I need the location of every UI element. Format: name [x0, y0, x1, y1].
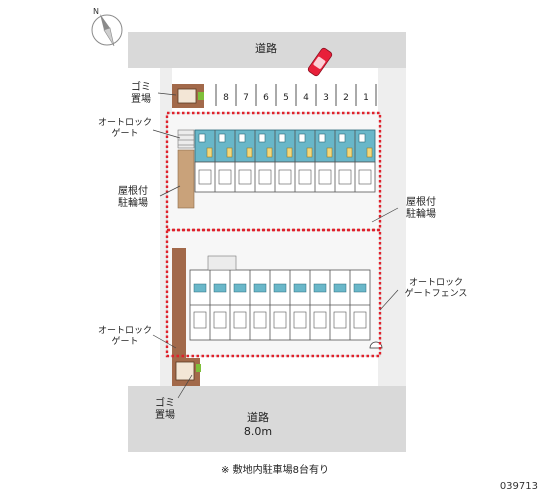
garbage-label-top: ゴミ 置場 [131, 82, 151, 105]
road-bottom [128, 386, 406, 452]
stair-icon [177, 129, 195, 149]
garbage-bin-icon [177, 88, 197, 104]
parking-number: 7 [243, 93, 249, 103]
bike-parking-label-right: 屋根付 駐輪場 [406, 197, 436, 220]
parking-number: 5 [283, 93, 289, 103]
upper-units [194, 129, 376, 193]
parking-number: 1 [363, 93, 369, 103]
garbage-label-bottom: ゴミ 置場 [155, 398, 175, 421]
parking-number: 2 [343, 93, 349, 103]
garbage-marker-icon [198, 92, 204, 100]
autolock-gate-label-top: オートロック ゲート [97, 118, 152, 139]
garbage-bin-icon [175, 361, 195, 381]
leader-lines [152, 92, 399, 399]
car-icon [307, 47, 333, 77]
road-top [128, 32, 406, 68]
parking-number: 6 [263, 93, 269, 103]
site-boundary [165, 111, 382, 358]
svg-text:N: N [93, 7, 99, 16]
property-code: 039713 [499, 481, 538, 492]
lower-units [189, 255, 371, 341]
parking-number: 8 [223, 93, 229, 103]
parking-number: 4 [303, 93, 309, 103]
parking-numbers: 8 7 6 5 4 3 2 1 [223, 93, 369, 103]
parking-stalls [215, 84, 377, 106]
road-bottom-label: 道路 [247, 411, 269, 424]
parking-note: ※ 敷地内駐車場8台有り [221, 465, 329, 476]
autolock-gate-label-bottom: オートロック ゲート [97, 326, 152, 347]
bike-parking-label-left: 屋根付 駐輪場 [118, 186, 148, 209]
north-compass-icon: N [91, 7, 123, 47]
road-right [378, 68, 406, 386]
autolock-gate-fence-label: オートロック ゲートフェンス [404, 278, 468, 299]
road-bottom-width: 8.0m [243, 425, 273, 438]
brick-path [172, 248, 186, 358]
road-top-label: 道路 [255, 42, 277, 55]
parking-number: 3 [323, 93, 329, 103]
bike-shed-upper-left [177, 149, 195, 209]
garbage-marker-icon [196, 364, 201, 372]
